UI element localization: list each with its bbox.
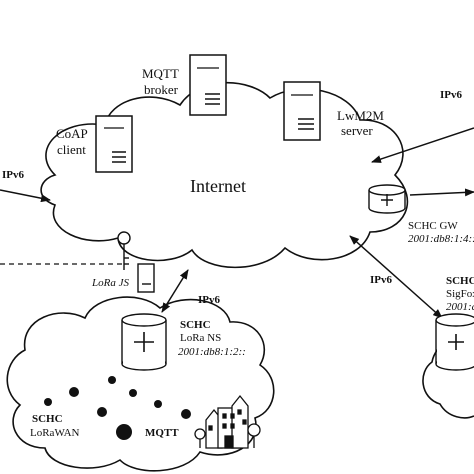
sigfox-router-icon xyxy=(435,313,474,371)
lwm2m-label-1: LwM2M xyxy=(337,108,384,123)
mqtt-label-2: broker xyxy=(144,82,179,97)
device-dot xyxy=(108,376,116,384)
lns-ipv6-label: IPv6 xyxy=(198,294,221,306)
lora-ns-router-icon xyxy=(121,313,167,371)
schc-gw-name: SCHC GW xyxy=(408,220,458,232)
lwm2m-label-2: server xyxy=(341,123,373,138)
device-dot xyxy=(129,389,137,397)
mqtt-label-1: MQTT xyxy=(142,66,179,81)
schc-gw-address: 2001:db8:1:4:: xyxy=(408,233,474,245)
coap-label-1: CoAP xyxy=(56,126,88,141)
coap-client-server-icon xyxy=(95,115,133,173)
device-dot xyxy=(154,400,162,408)
device-dot xyxy=(116,424,132,440)
lora-ns-title: SCHC xyxy=(180,319,211,331)
buildings-icon xyxy=(194,394,261,449)
sigfox-name: SigFox xyxy=(446,288,474,300)
left-ipv6-arrow xyxy=(0,189,51,203)
schc-gw-router-icon xyxy=(368,184,406,214)
sigfox-title: SCHC xyxy=(446,275,474,287)
device-dot xyxy=(181,409,191,419)
lns-ipv6-arrow xyxy=(161,269,189,313)
device-dot xyxy=(44,398,52,406)
coap-label-2: client xyxy=(57,142,86,157)
top-right-ipv6-label: IPv6 xyxy=(440,89,463,101)
lorawan-devices xyxy=(44,376,191,440)
sigfox-ipv6-label: IPv6 xyxy=(370,274,393,286)
lora-ns-name: LoRa NS xyxy=(180,332,221,344)
lora-js-label: LoRa JS xyxy=(91,277,129,289)
lwm2m-server-icon xyxy=(283,81,321,141)
device-dot xyxy=(69,387,79,397)
device-dot xyxy=(97,407,107,417)
lorawan-label-1: SCHC xyxy=(32,413,63,425)
internet-label: Internet xyxy=(190,176,246,196)
lorawan-label-2: LoRaWAN xyxy=(30,427,80,439)
left-ipv6-label: IPv6 xyxy=(2,169,25,181)
lora-ns-address: 2001:db8:1:2:: xyxy=(178,346,246,358)
sigfox-address: 2001:d xyxy=(446,301,474,313)
gw-east-arrow xyxy=(409,188,474,197)
top-right-ipv6-arrow xyxy=(371,127,474,163)
lora-js-server-icon xyxy=(137,263,155,293)
key-icon xyxy=(117,231,131,270)
mqtt-device-label: MQTT xyxy=(145,427,179,439)
mqtt-broker-server-icon xyxy=(189,54,227,116)
sigfox-ipv6-arrow xyxy=(349,235,443,319)
